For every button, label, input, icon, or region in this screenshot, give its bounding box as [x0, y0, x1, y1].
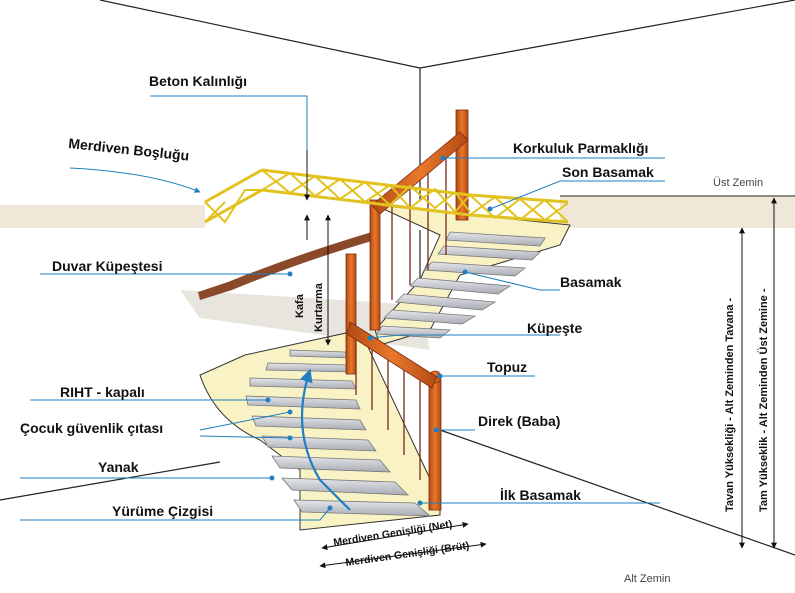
label-tam-yukseklik: Tam Yükseklik - Alt Zeminden Üst Zemine … [757, 288, 770, 512]
label-topuz: Topuz [487, 359, 527, 375]
label-ust-zemin: Üst Zemin [713, 177, 763, 189]
label-kupeste: Küpeşte [527, 320, 582, 336]
label-korkuluk-parmakligi: Korkuluk Parmaklığı [513, 140, 648, 156]
label-direk-baba: Direk (Baba) [478, 413, 560, 429]
upper-steps [375, 231, 546, 339]
label-cocuk-guvenlik: Çocuk güvenlik çıtası [20, 420, 163, 436]
label-yanak: Yanak [98, 459, 139, 475]
middle-post-lower [345, 253, 357, 375]
label-ilk-basamak: İlk Basamak [500, 487, 581, 503]
newel-post-direk [428, 379, 442, 511]
balusters [355, 155, 447, 480]
label-duvar-kupestesi: Duvar Küpeştesi [52, 258, 162, 274]
label-alt-zemin: Alt Zemin [624, 573, 670, 585]
leader-lines [20, 95, 665, 521]
label-beton-kalinligi: Beton Kalınlığı [149, 73, 247, 89]
landing-railing [204, 168, 569, 224]
label-kurtarma: Kurtarma [313, 282, 325, 332]
upper-handrail [371, 131, 469, 215]
room-lines [0, 0, 795, 556]
label-tavan-yuksekligi: Tavan Yüksekliği - Alt Zeminden Tavana - [724, 298, 736, 512]
label-kafa: Kafa [294, 293, 306, 318]
label-son-basamak: Son Basamak [562, 164, 654, 180]
label-basamak: Basamak [560, 274, 622, 290]
label-yurume-cizgisi: Yürüme Çizgisi [112, 503, 213, 519]
width-brut-dimension [319, 541, 487, 569]
middle-post-upper [369, 199, 381, 331]
walking-line [299, 368, 351, 511]
label-riht-kapali: RIHT - kapalı [60, 384, 145, 400]
label-merdiven-boslugu: Merdiven Boşluğu [68, 135, 190, 164]
